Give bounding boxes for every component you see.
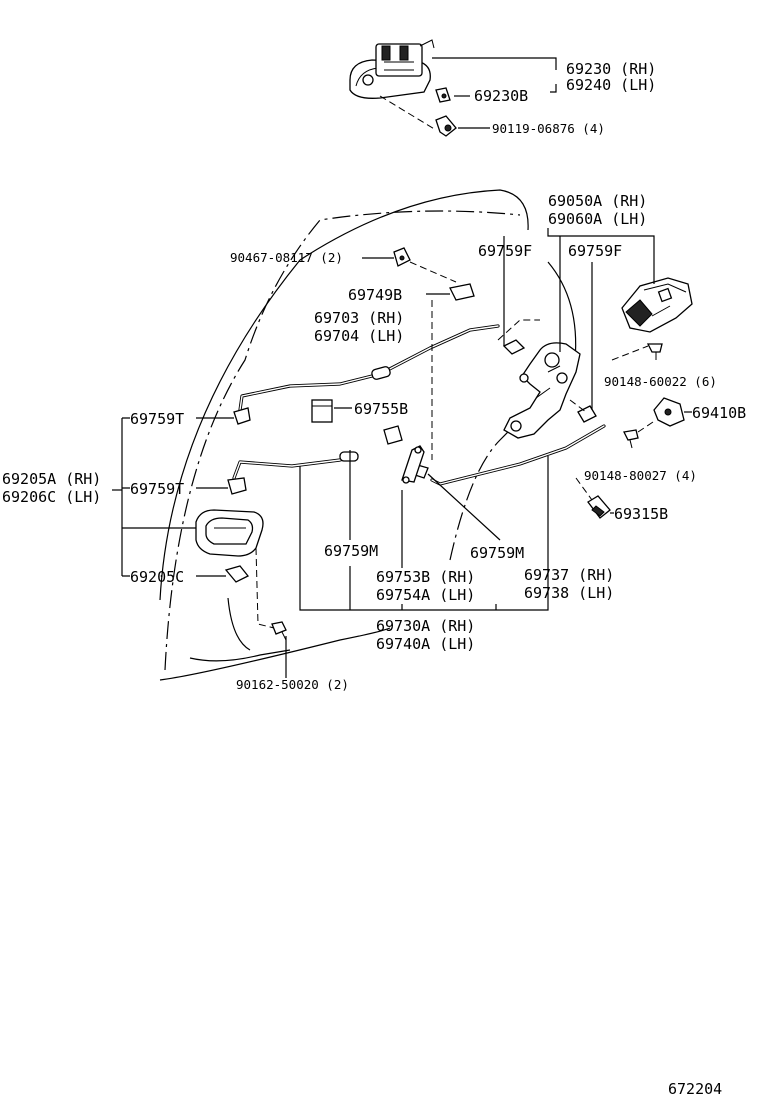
bellcrank-69753B[interactable]	[401, 445, 425, 484]
label-69704: 69704 (LH)	[314, 327, 404, 345]
label-69240: 69240 (LH)	[566, 76, 656, 94]
switch-69315B[interactable]	[587, 495, 611, 519]
lock-actuator[interactable]	[621, 277, 693, 333]
label-69060A: 69060A (LH)	[548, 210, 647, 228]
label-69759F-left: 69759F	[478, 242, 532, 260]
label-69759F-right: 69759F	[568, 242, 622, 260]
label-90119: 90119-06876 (4)	[492, 121, 605, 136]
label-69738: 69738 (LH)	[524, 584, 614, 602]
label-69753B: 69753B (RH)	[376, 568, 475, 586]
clip-69759T-lower[interactable]	[227, 477, 247, 495]
bolt-90119[interactable]	[435, 115, 457, 137]
clip-69759M-left[interactable]	[383, 425, 403, 445]
label-69754A: 69754A (LH)	[376, 586, 475, 604]
label-90148-60022: 90148-60022 (6)	[604, 374, 717, 389]
label-69050A: 69050A (RH)	[548, 192, 647, 210]
label-69206C: 69206C (LH)	[2, 488, 101, 506]
label-69230B: 69230B	[474, 87, 528, 105]
lock-rod-69703[interactable]	[238, 324, 500, 412]
label-69759T-upper: 69759T	[130, 410, 184, 428]
clip-69759F-left[interactable]	[502, 339, 526, 355]
screw-90162[interactable]	[271, 621, 287, 641]
label-69230: 69230 (RH)	[566, 60, 656, 78]
rod-69730A[interactable]	[232, 451, 359, 480]
door-lock-assembly[interactable]	[503, 342, 581, 439]
label-69730A: 69730A (RH)	[376, 617, 475, 635]
bolt-90467[interactable]	[393, 247, 411, 267]
clip-69230B[interactable]	[435, 87, 451, 103]
screw-90148-80027[interactable]	[623, 429, 639, 449]
label-69737: 69737 (RH)	[524, 566, 614, 584]
label-69759M-right: 69759M	[470, 544, 524, 562]
label-69759M-left: 69759M	[324, 542, 378, 560]
label-69740A: 69740A (LH)	[376, 635, 475, 653]
label-69315B: 69315B	[614, 505, 668, 523]
outside-handle-part[interactable]	[349, 39, 435, 99]
label-90467: 90467-08117 (2)	[230, 250, 343, 265]
label-90148-80027: 90148-80027 (4)	[584, 468, 697, 483]
label-69759T-lower: 69759T	[130, 480, 184, 498]
clip-69749B[interactable]	[449, 283, 475, 301]
label-90162: 90162-50020 (2)	[236, 677, 349, 692]
inside-handle[interactable]	[195, 509, 264, 557]
label-69703: 69703 (RH)	[314, 309, 404, 327]
label-69410B: 69410B	[692, 404, 746, 422]
cover-69205C[interactable]	[224, 565, 250, 583]
label-69749B: 69749B	[348, 286, 402, 304]
label-69755B: 69755B	[354, 400, 408, 418]
clip-69759T-upper[interactable]	[233, 407, 251, 425]
protector-69755B[interactable]	[311, 399, 333, 423]
label-69205A: 69205A (RH)	[2, 470, 101, 488]
screw-90148-60022[interactable]	[646, 343, 663, 360]
striker-69410B[interactable]	[653, 397, 685, 427]
label-69205C: 69205C	[130, 568, 184, 586]
door-panel-outline	[159, 189, 577, 681]
diagram-number: 672204	[668, 1080, 722, 1098]
